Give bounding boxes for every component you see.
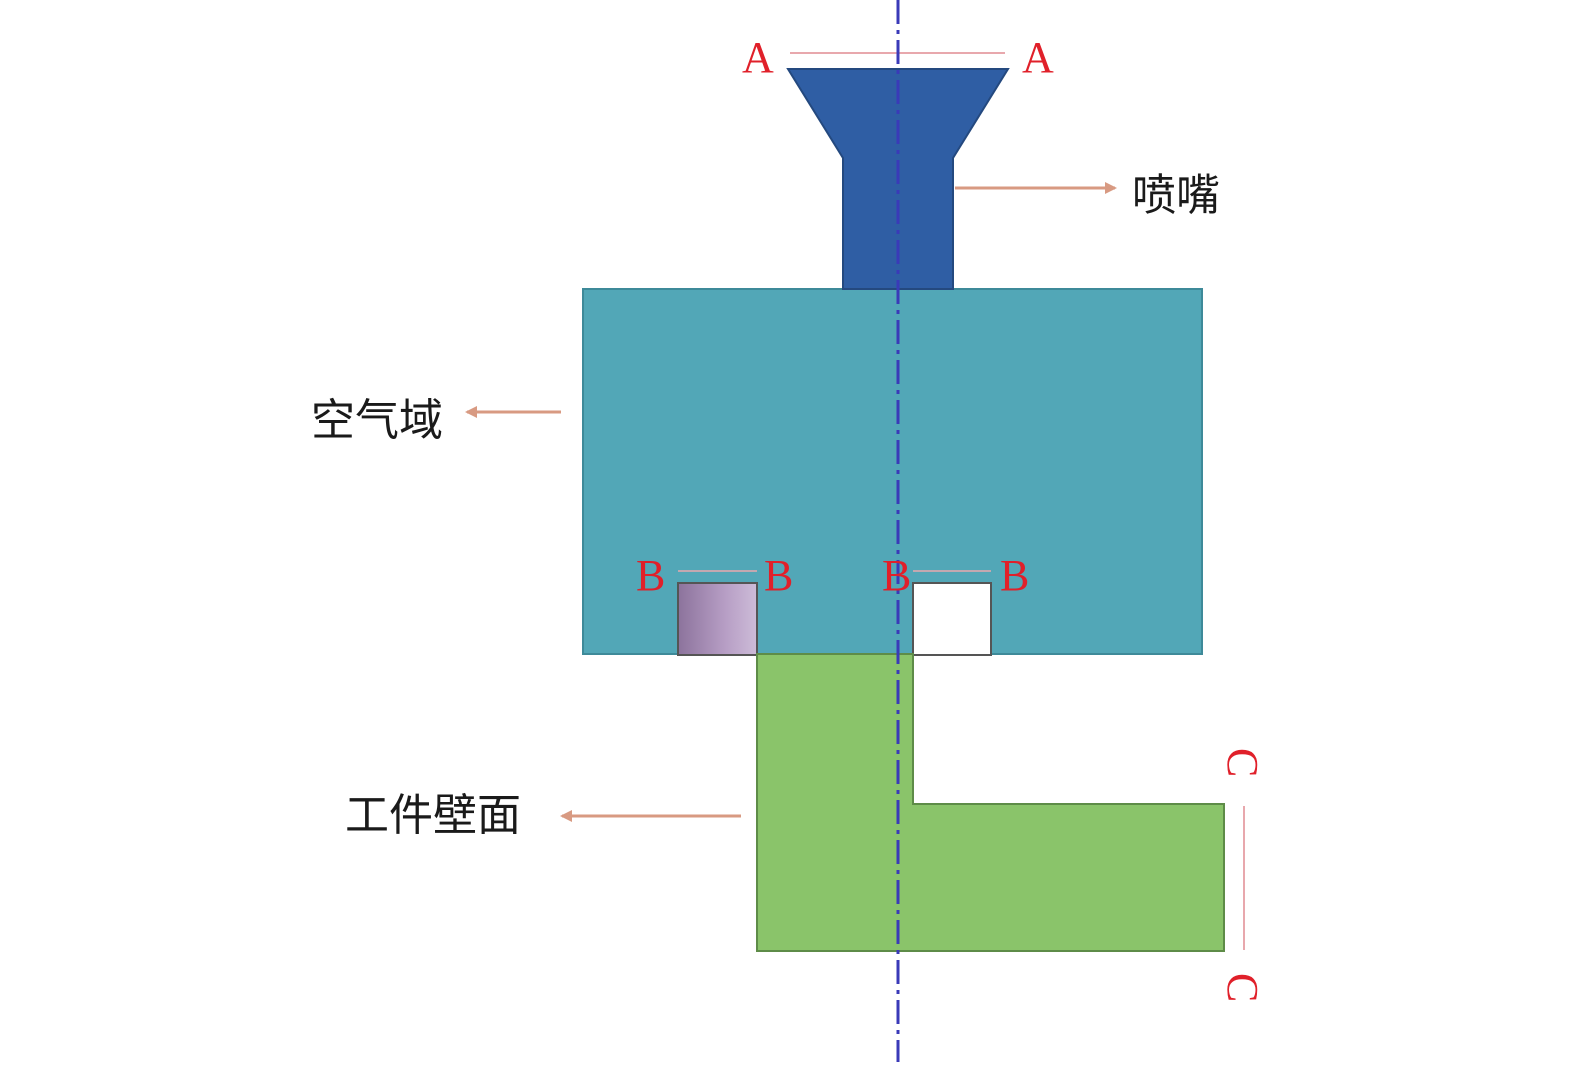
section-mark-c-bottom: C [1218, 973, 1267, 1002]
air-domain-label: 空气域 [311, 395, 443, 446]
section-mark-b-1: B [636, 551, 665, 600]
nozzle-label: 喷嘴 [1132, 170, 1220, 221]
right-slot [912, 582, 992, 656]
section-mark-c-top: C [1218, 748, 1267, 777]
section-mark-b-2: B [764, 551, 793, 600]
workpiece-region [756, 653, 1225, 952]
section-mark-a-left: A [742, 33, 774, 82]
section-mark-a-right: A [1022, 33, 1054, 82]
workpiece-wall-label: 工件壁面 [345, 790, 521, 841]
section-mark-b-4: B [1000, 551, 1029, 600]
section-mark-b-3: B [882, 551, 911, 600]
left-slot [677, 582, 758, 656]
